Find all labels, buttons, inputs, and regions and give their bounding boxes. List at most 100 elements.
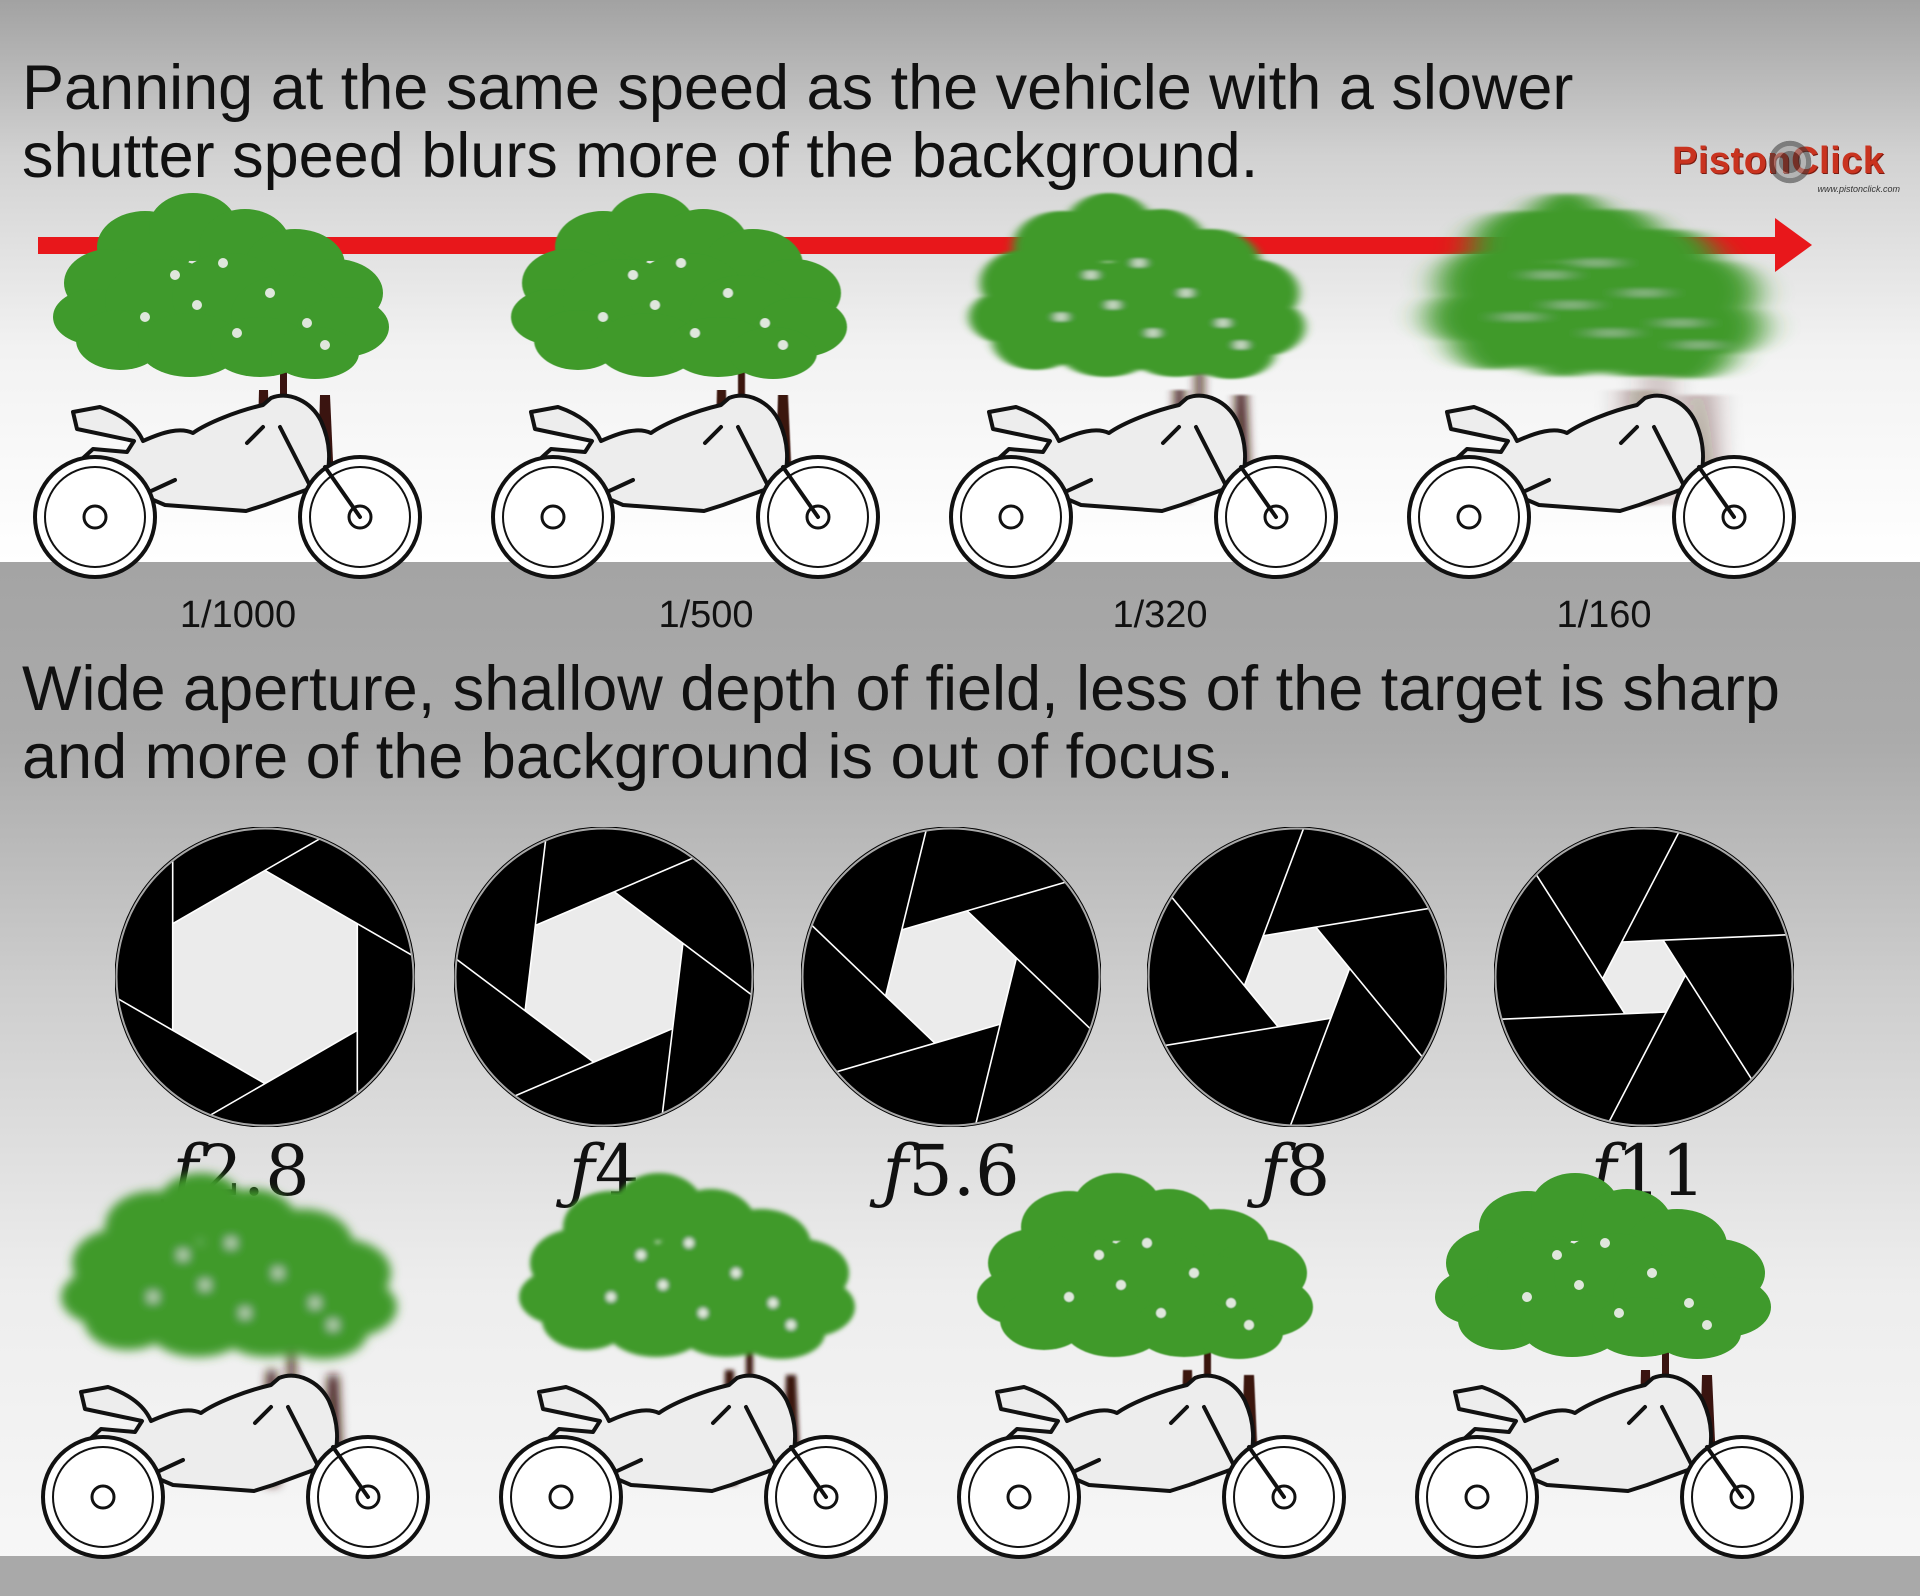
rear-wheel-rim [960, 466, 1062, 568]
foliage-gap [1552, 1250, 1562, 1260]
foliage-gap [628, 270, 638, 280]
aperture-blades-icon [115, 827, 415, 1127]
rear-wheel-hub [82, 504, 108, 530]
foliage-gap [786, 1320, 796, 1330]
foliage-gap [192, 300, 202, 310]
foliage-gap [684, 1238, 694, 1248]
foliage-gap [310, 1298, 320, 1308]
front-wheel-rim [767, 466, 869, 568]
aperture-ring [115, 827, 415, 1127]
aperture-blade-edge [803, 829, 936, 1044]
aperture-blades-icon [1147, 827, 1447, 1127]
aperture-blades-icon [454, 827, 754, 1127]
scene-aperture-3 [949, 1173, 1369, 1565]
foliage-gap [273, 1268, 283, 1278]
foliage-gap [1639, 288, 1649, 298]
aperture-blade-edge [1496, 1011, 1667, 1031]
foliage-gap [676, 258, 686, 268]
tree-foliage [1645, 327, 1733, 379]
foliage-gap [240, 1308, 250, 1318]
arrow-head [1775, 218, 1812, 272]
trees [977, 1173, 1313, 1485]
foliage-gap [1218, 318, 1228, 328]
front-fork-lower [331, 1445, 370, 1499]
shutter-speed-label: 1/160 [1556, 594, 1652, 636]
scene-shutter-2 [483, 193, 903, 585]
front-fork-lower [789, 1445, 828, 1499]
foliage-gap [1574, 1280, 1584, 1290]
foliage-gap [1244, 1320, 1254, 1330]
foliage-gap [1142, 1238, 1152, 1248]
scene-aperture-4 [1407, 1173, 1827, 1565]
pistonclick-logo: PistonClick www.pistonclick.com [1672, 138, 1904, 198]
tree-foliage [1195, 1307, 1283, 1359]
foliage-gap [140, 312, 150, 322]
front-fork-lower [1239, 465, 1278, 519]
camera-lens-icon [1766, 138, 1814, 186]
aperture-blade-edge [1207, 968, 1351, 1125]
foliage-gap [1148, 328, 1158, 338]
aperture-opening [885, 910, 1017, 1044]
aperture-ring [1494, 827, 1794, 1127]
foliage-gap [1056, 312, 1066, 322]
motorcycle-mirror [1161, 425, 1181, 445]
panning-direction-arrow [38, 218, 1812, 272]
aperture-ring [1147, 827, 1447, 1127]
motorcycle-icon [949, 393, 1338, 579]
f-number: 5.6 [908, 1130, 1020, 1212]
tree-foliage [1187, 327, 1275, 379]
foliage-gap [698, 1308, 708, 1318]
foliage-gap [1134, 258, 1144, 268]
motorcycle-mirror [1627, 1405, 1647, 1425]
foliage-gap [1606, 328, 1616, 338]
aperture-blade-edge [920, 957, 1018, 1125]
motorcycle-icon [499, 1373, 888, 1559]
motorcycle-mirror [711, 1405, 731, 1425]
rear-wheel-hub [1456, 504, 1482, 530]
foliage-gap [200, 1280, 210, 1290]
rear-wheel-hub [90, 1484, 116, 1510]
foliage-gap [1544, 270, 1554, 280]
aperture-opening [525, 891, 683, 1063]
foliage-gap [1600, 1238, 1610, 1248]
aperture-blade-edge [117, 882, 266, 1085]
aperture-blade-edge [172, 829, 413, 925]
aperture-opening [1602, 940, 1686, 1014]
panning-title: Panning at the same speed as the vehicle… [22, 53, 1574, 191]
f-number: 8 [1285, 1130, 1331, 1212]
foliage-gap [1522, 1292, 1532, 1302]
foliage-gap [302, 318, 312, 328]
foliage-gap [148, 1292, 158, 1302]
foliage-gap [1189, 1268, 1199, 1278]
trees [61, 1173, 397, 1485]
arrow-shaft [38, 237, 1783, 254]
motorcycle-mirror [703, 425, 723, 445]
f-stop-label: ƒ8 [1165, 1130, 1425, 1212]
foliage-gap [232, 328, 242, 338]
tree-foliage [271, 327, 359, 379]
foliage-gap [1566, 300, 1576, 310]
aperture-ring [454, 827, 754, 1127]
foliage-gap [1676, 318, 1686, 328]
rear-wheel-hub [540, 504, 566, 530]
trees [511, 193, 847, 505]
front-wheel-rim [309, 466, 411, 568]
foliage-gap [690, 328, 700, 338]
aperture-blade-edge [1621, 923, 1792, 943]
front-wheel-rim [1683, 466, 1785, 568]
foliage-gap [1694, 340, 1704, 350]
rear-wheel-rim [44, 466, 146, 568]
trees [1427, 193, 1763, 505]
motorcycle-mirror [1619, 425, 1639, 445]
motorcycle-icon [41, 1373, 430, 1559]
trees [53, 193, 389, 505]
aperture-blade-edge [966, 910, 1099, 1125]
tree-foliage [279, 1307, 367, 1359]
rear-wheel-hub [548, 1484, 574, 1510]
scene-aperture-2 [491, 1173, 911, 1565]
foliage-gap [1592, 258, 1602, 268]
foliage-gap [328, 1320, 338, 1330]
aperture-blade-edge [264, 869, 413, 1072]
foliage-gap [768, 1298, 778, 1308]
rear-wheel-rim [1418, 466, 1520, 568]
